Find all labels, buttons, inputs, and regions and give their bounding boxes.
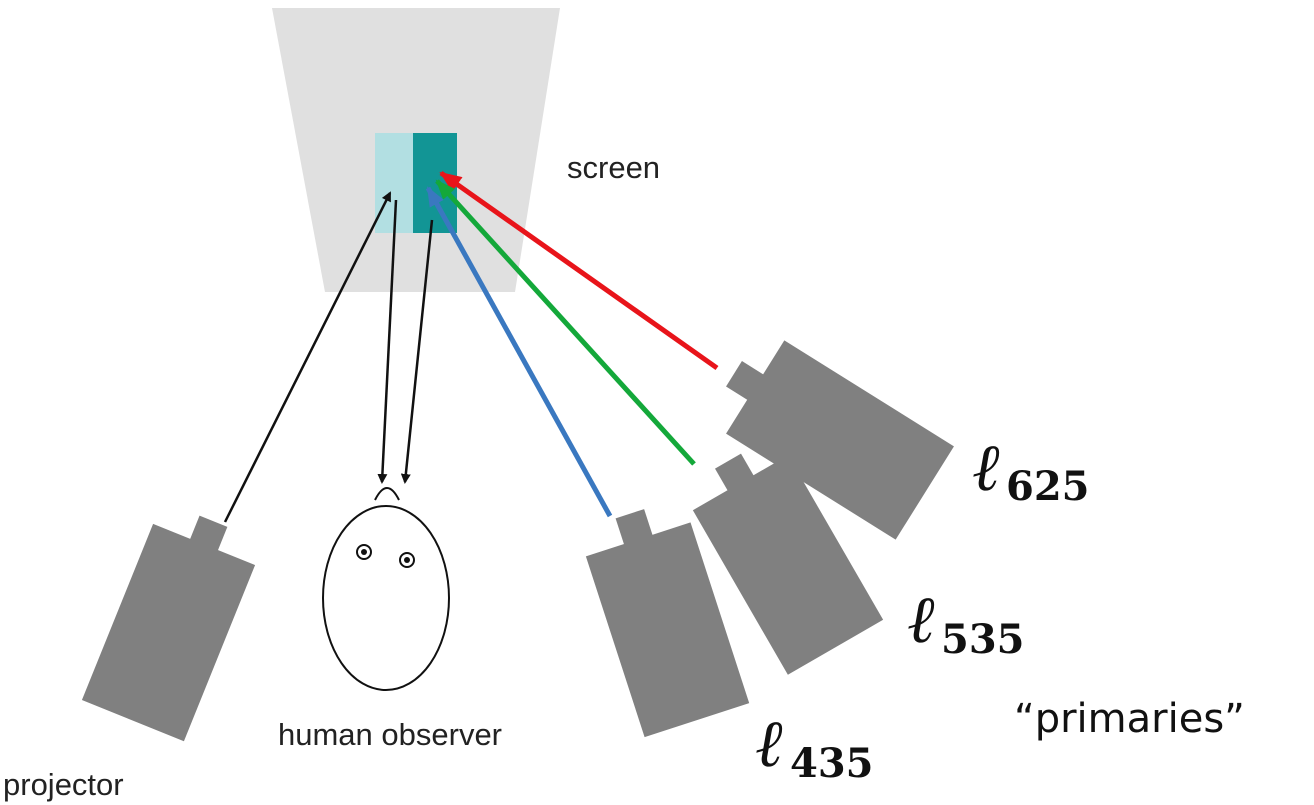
svg-text:ℓ: ℓ [755,705,783,782]
lamp-435-label: ℓ 435 [755,705,874,787]
test-patch-to-observer-arrow [377,199,398,484]
beam-435-arrow [425,186,613,518]
primaries-label: “primaries” [1014,696,1245,742]
lamp-535-label: ℓ 535 [907,581,1025,663]
lamp-535 [692,453,884,675]
beam-535-arrow [435,179,696,466]
match-patch [413,133,457,233]
match-patch-to-observer-arrow [400,219,434,484]
svg-text:435: 435 [790,740,874,787]
lamp-435 [585,509,750,738]
svg-text:625: 625 [1006,463,1090,510]
beam-625-arrow [439,170,719,371]
human-observer-label: human observer [278,717,502,752]
projector-label: projector [3,767,124,802]
svg-text:ℓ: ℓ [972,429,1000,506]
svg-text:535: 535 [941,616,1025,663]
lamp-625-label: ℓ 625 [972,429,1090,510]
projector [81,515,256,742]
projector-beam-arrow [223,191,392,523]
svg-text:ℓ: ℓ [907,581,935,658]
screen-label: screen [567,150,660,185]
lamp-625 [726,340,954,540]
human-observer-head [322,487,450,691]
